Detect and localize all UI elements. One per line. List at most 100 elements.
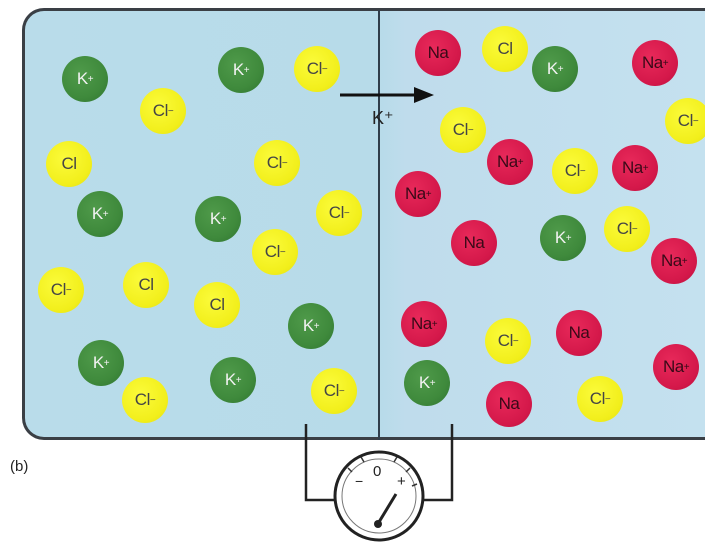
- ion-symbol: Cl: [134, 390, 151, 409]
- sodium-ion: Na: [486, 381, 532, 427]
- ion-symbol: K: [91, 204, 103, 223]
- chloride-ion: Cl−: [316, 190, 362, 236]
- membrane: [378, 10, 380, 440]
- chloride-ion: Cl−: [254, 140, 300, 186]
- ion-symbol: Na: [498, 394, 520, 413]
- ion-symbol: K: [76, 69, 88, 88]
- ion-charge: −: [65, 284, 72, 296]
- ion-charge: −: [343, 207, 350, 219]
- ion-symbol: Cl: [61, 154, 77, 173]
- potassium-ion: K+: [195, 196, 241, 242]
- ion-charge: +: [683, 361, 690, 373]
- sodium-ion: Na: [415, 30, 461, 76]
- ion-charge: +: [243, 64, 250, 76]
- chloride-ion: Cl−: [577, 376, 623, 422]
- potassium-ion: K+: [210, 357, 256, 403]
- sodium-ion: Na+: [395, 171, 441, 217]
- ion-symbol: K: [209, 209, 221, 228]
- meter-dial: [333, 450, 425, 542]
- ion-charge: −: [321, 63, 328, 75]
- sodium-ion: Na+: [653, 344, 699, 390]
- panel-label: (b): [10, 458, 29, 475]
- ion-charge: −: [467, 124, 474, 136]
- ion-charge: −: [512, 335, 519, 347]
- chloride-ion: Cl: [123, 262, 169, 308]
- ion-symbol: Na: [621, 158, 643, 177]
- ion-symbol: Cl: [328, 203, 345, 222]
- right-electrode-wire: [421, 424, 454, 502]
- ion-symbol: Cl: [452, 120, 469, 139]
- potassium-ion: K+: [77, 191, 123, 237]
- flow-ion-label: K⁺: [372, 108, 394, 128]
- meter-zero-label: 0: [373, 463, 381, 480]
- ion-charge: +: [235, 374, 242, 386]
- ion-charge: −: [604, 393, 611, 405]
- ion-symbol: Na: [463, 233, 485, 252]
- ion-symbol: Cl: [152, 101, 169, 120]
- chloride-ion: Cl−: [252, 229, 298, 275]
- ion-symbol: Cl: [323, 381, 340, 400]
- ion-symbol: Cl: [564, 161, 581, 180]
- ion-symbol: Cl: [209, 295, 225, 314]
- left-electrode-wire: [304, 424, 337, 502]
- ion-symbol: Cl: [264, 242, 281, 261]
- ion-symbol: Na: [641, 53, 663, 72]
- chloride-ion: Cl: [482, 26, 528, 72]
- chloride-ion: Cl: [46, 141, 92, 187]
- ion-charge: −: [631, 223, 638, 235]
- flow-arrow-icon: [340, 87, 434, 103]
- ion-symbol: K: [418, 373, 430, 392]
- ion-charge: +: [681, 255, 688, 267]
- chloride-ion: Cl−: [665, 98, 705, 144]
- meter-minus-label: −: [355, 473, 363, 489]
- ion-charge: +: [517, 156, 524, 168]
- ion-symbol: K: [232, 60, 244, 79]
- ion-charge: −: [167, 105, 174, 117]
- sodium-ion: Na+: [487, 139, 533, 185]
- meter-plus-label: +: [397, 473, 406, 490]
- ion-symbol: Cl: [266, 153, 283, 172]
- ion-symbol: Na: [427, 43, 449, 62]
- potassium-ion: K+: [288, 303, 334, 349]
- chloride-ion: Cl−: [311, 368, 357, 414]
- sodium-ion: Na: [451, 220, 497, 266]
- potassium-ion: K+: [62, 56, 108, 102]
- ion-symbol: Na: [568, 323, 590, 342]
- chloride-ion: Cl−: [485, 318, 531, 364]
- chloride-ion: Cl: [194, 282, 240, 328]
- ion-symbol: Na: [662, 357, 684, 376]
- sodium-ion: Na+: [612, 145, 658, 191]
- potassium-ion: K+: [540, 215, 586, 261]
- meter-needle: [377, 493, 398, 523]
- sodium-ion: Na+: [632, 40, 678, 86]
- ion-symbol: Cl: [616, 219, 633, 238]
- ion-symbol: Cl: [589, 389, 606, 408]
- ion-charge: +: [103, 357, 110, 369]
- ion-symbol: Na: [404, 184, 426, 203]
- ion-symbol: Cl: [497, 39, 513, 58]
- ion-symbol: Cl: [50, 280, 67, 299]
- chloride-ion: Cl−: [604, 206, 650, 252]
- potassium-ion: K+: [218, 47, 264, 93]
- ion-symbol: Na: [496, 152, 518, 171]
- ion-charge: +: [557, 63, 564, 75]
- chloride-ion: Cl−: [294, 46, 340, 92]
- ion-charge: −: [692, 115, 699, 127]
- potassium-ion: K+: [78, 340, 124, 386]
- ion-symbol: K: [302, 316, 314, 335]
- sodium-ion: Na+: [651, 238, 697, 284]
- sodium-ion: Na: [556, 310, 602, 356]
- ion-charge: −: [279, 246, 286, 258]
- meter-ticks: [347, 456, 418, 487]
- chloride-ion: Cl−: [140, 88, 186, 134]
- potassium-ion: K+: [404, 360, 450, 406]
- ion-charge: +: [102, 208, 109, 220]
- ion-charge: +: [431, 318, 438, 330]
- ion-charge: +: [425, 188, 432, 200]
- ion-symbol: K: [554, 228, 566, 247]
- ion-symbol: Cl: [306, 59, 323, 78]
- ion-charge: −: [281, 157, 288, 169]
- ion-symbol: K: [92, 353, 104, 372]
